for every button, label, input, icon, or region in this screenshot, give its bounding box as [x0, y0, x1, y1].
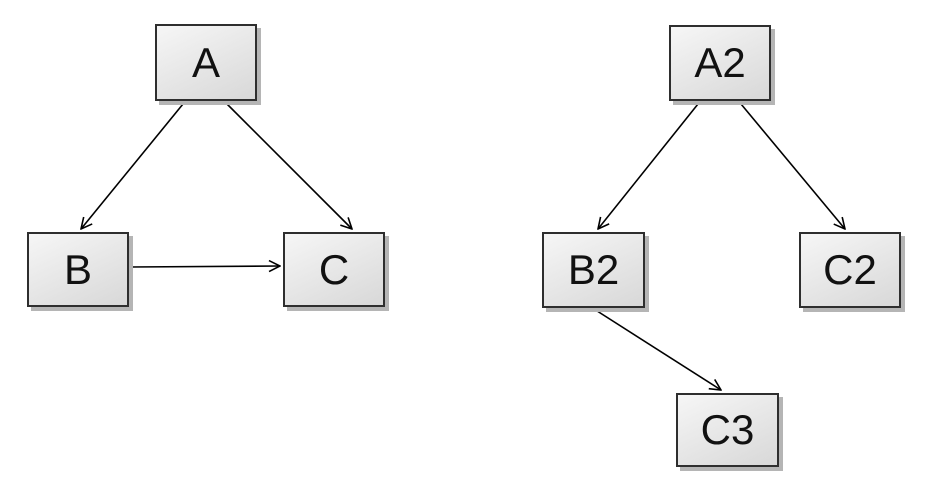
edge-A2-B2[interactable]	[598, 103, 699, 229]
node-B[interactable]: B	[27, 232, 129, 307]
node-label: C2	[823, 246, 877, 293]
node-label: A2	[694, 39, 746, 86]
node-C[interactable]: C	[283, 232, 385, 307]
edge-A-C[interactable]	[226, 103, 352, 229]
node-label: B	[63, 245, 92, 293]
node-A2[interactable]: A2	[669, 25, 771, 101]
node-C2[interactable]: C2	[799, 232, 901, 308]
node-C3[interactable]: C3	[676, 393, 779, 467]
edges-group	[81, 103, 845, 390]
node-label: B2	[567, 246, 620, 293]
edge-B-C[interactable]	[129, 266, 280, 267]
edge-A-B[interactable]	[81, 103, 184, 229]
node-B2[interactable]: B2	[542, 232, 645, 308]
edge-B2-C3[interactable]	[593, 308, 721, 390]
node-label: C3	[700, 406, 755, 453]
node-label: A	[191, 38, 220, 86]
edge-A2-C2[interactable]	[740, 103, 845, 229]
node-label: C	[318, 245, 350, 293]
node-A[interactable]: A	[155, 24, 257, 101]
